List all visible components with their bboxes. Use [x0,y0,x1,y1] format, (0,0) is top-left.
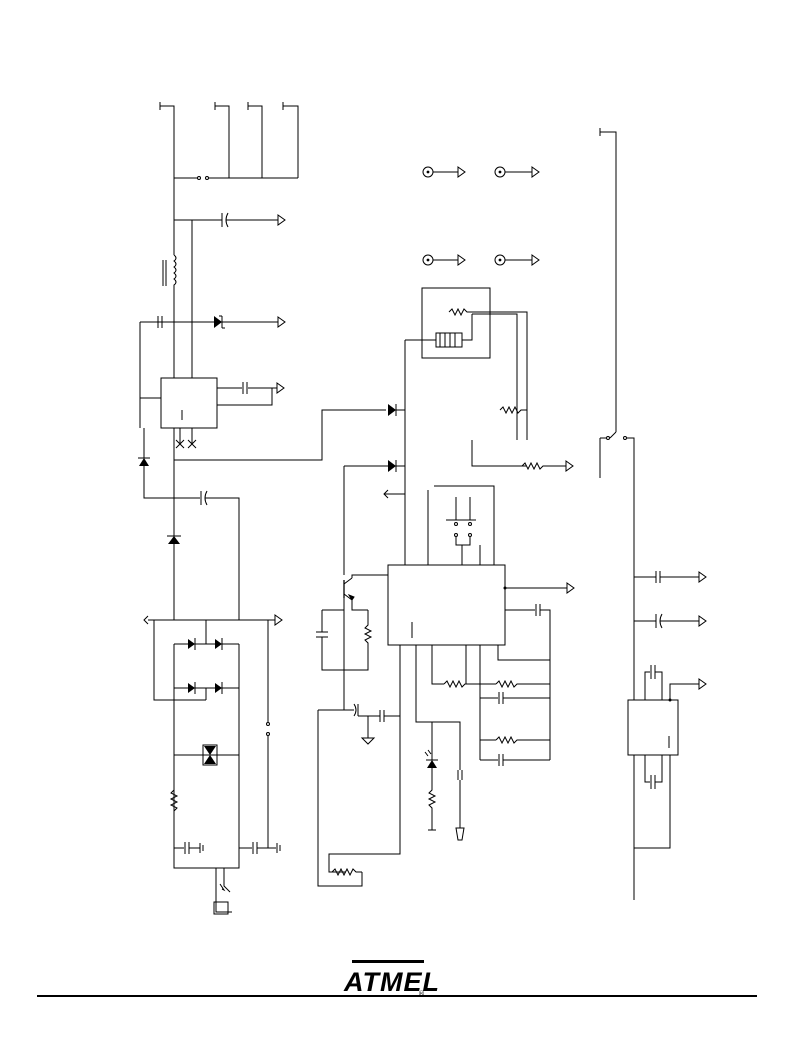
resistor-r3 [521,460,574,472]
test-point-2 [494,166,540,178]
resistor-r1 [169,789,179,812]
resistor-r5 [331,867,362,877]
led [415,645,438,831]
atmel-logo: ATMEL ® [343,960,440,998]
footer-rule [37,995,757,997]
microcontroller-section [316,166,575,887]
capacitor-c3 [174,842,204,854]
capacitor-c6 [353,703,400,745]
interface-section [599,128,707,900]
voltage-regulator [140,377,285,449]
crystal-module [405,287,528,440]
registered-mark: ® [418,990,425,998]
dip-switch [427,485,495,565]
capacitor-c5 [316,609,344,671]
resistor-r4 [344,610,373,671]
mcu-chip [387,564,575,646]
diode-d2 [167,535,181,620]
top-connector-pins [159,102,299,180]
transistor-q1 [343,574,388,611]
resistor-r2 [499,405,527,415]
capacitor-c8 [634,613,707,629]
capacitor-c7 [634,571,707,583]
test-point-1 [422,166,466,178]
diode-d4 [343,460,405,575]
buzzer [432,721,465,841]
zener-diode [139,315,286,428]
diode-d3 [388,404,405,416]
diode-d1 [138,428,174,499]
capacitor-c4 [239,842,281,854]
switch-s1 [599,431,635,900]
test-point-4 [494,254,540,266]
inductor [162,254,177,291]
logo-text: ATMEL [343,967,440,997]
capacitor-c1 [174,212,286,228]
rc-network [431,604,551,766]
bridge-rectifier [143,614,283,869]
power-jack [213,868,232,915]
capacitor-c2 [174,490,240,620]
regulator-u2 [627,665,707,849]
tvs-diode [174,744,239,766]
test-point-3 [422,254,466,266]
power-supply-section [138,102,386,915]
